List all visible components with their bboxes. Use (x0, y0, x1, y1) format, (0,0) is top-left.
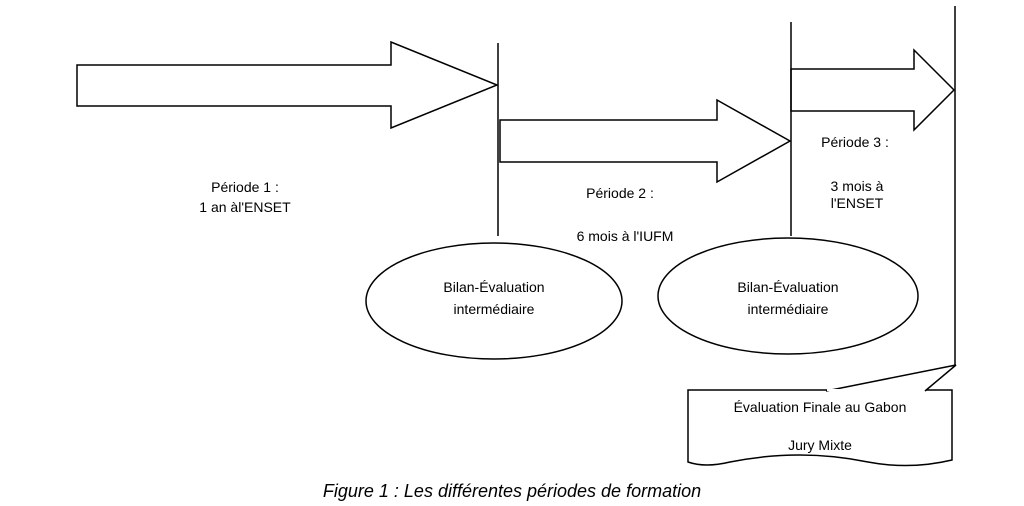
period-1-detail: 1 an àl'ENSET (199, 199, 291, 215)
final-evaluation-title: Évaluation Finale au Gabon (733, 399, 907, 415)
bilan-1-ellipse (365, 242, 623, 360)
period-3-detail-line2: l'ENSET (830, 195, 884, 211)
period-1-arrow (76, 40, 499, 130)
period-2-arrow (499, 98, 792, 184)
period-2-title: Période 2 : (586, 185, 654, 201)
bilan-2-ellipse (657, 237, 919, 355)
bilan-1-label-line2: intermédiaire (453, 301, 535, 317)
callout-pointer (825, 364, 957, 392)
bilan-2-label-line2: intermédiaire (747, 301, 829, 317)
period-3-detail-line1: 3 mois à (830, 178, 884, 194)
final-evaluation-callout (687, 389, 953, 467)
bilan-2-label-line1: Bilan-Évaluation (737, 279, 839, 295)
final-evaluation-jury: Jury Mixte (788, 437, 852, 453)
period-1-title: Période 1 : (211, 179, 279, 195)
period-3-title: Période 3 : (821, 134, 889, 150)
bilan-1-label-line1: Bilan-Évaluation (443, 279, 545, 295)
figure-caption: Figure 1 : Les différentes périodes de f… (322, 481, 702, 501)
period-2-detail: 6 mois à l'IUFM (576, 228, 674, 244)
period-3-arrow (790, 48, 956, 132)
